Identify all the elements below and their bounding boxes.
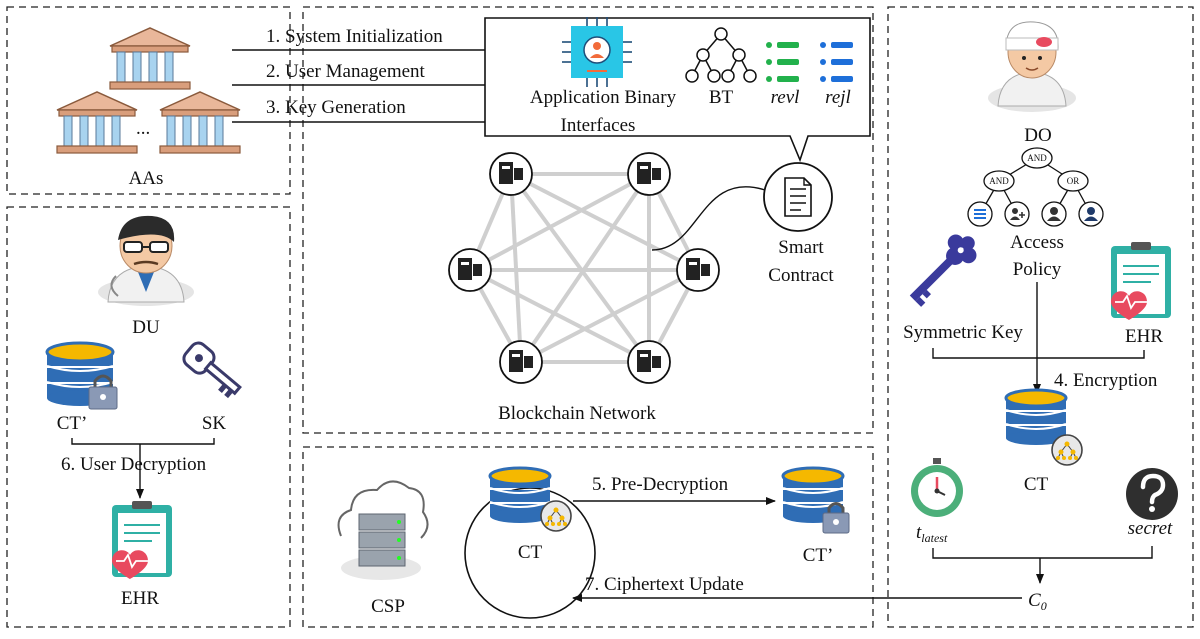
blockchain-panel (302, 6, 874, 434)
secret-key-icon (182, 341, 242, 399)
data-user-avatar-icon (98, 215, 194, 306)
csp-ct-db-icon (488, 466, 552, 523)
smart-contract-label-line1: Smart (778, 237, 824, 258)
policy-node-root (1021, 147, 1053, 169)
abi-chip-icon (562, 17, 632, 87)
policy-node-right-label: OR (1067, 176, 1080, 186)
binary-tree-icon (685, 27, 757, 83)
aas-label: AAs (129, 168, 164, 189)
encryption-connector (932, 348, 1145, 359)
sk-label: SK (202, 413, 227, 434)
policy-node-left-label: AND (989, 176, 1009, 186)
csp-label: CSP (371, 596, 405, 617)
csp-ct-label: CT (518, 542, 543, 563)
cloud-server-icon (337, 480, 429, 580)
lock-icon (822, 502, 850, 534)
step7-label: 7. Ciphertext Update (585, 574, 744, 595)
abi-label-line1: Application Binary (530, 87, 677, 108)
authority-building-icon (56, 91, 138, 154)
secret-label: secret (1128, 518, 1173, 539)
do-label: DO (1024, 125, 1051, 146)
smart-contract-link (651, 186, 766, 251)
access-policy-label-line2: Policy (1013, 259, 1062, 280)
data-owner-avatar-icon (988, 21, 1076, 112)
rejoin-list-icon (820, 42, 853, 82)
authority-building-icon (159, 91, 241, 154)
blockchain-node-icon (627, 152, 671, 196)
policy-leaf-icon (1078, 201, 1104, 227)
t-latest-label: tlatest (916, 522, 948, 545)
step5-label: 5. Pre-Decryption (592, 474, 729, 495)
abi-label-line2: Interfaces (561, 115, 636, 136)
aas-ellipsis: ... (136, 118, 150, 139)
step3-label: 3. Key Generation (266, 97, 406, 118)
policy-leaf-icon (967, 201, 993, 227)
policy-badge-icon (540, 500, 572, 532)
blockchain-node-icon (489, 152, 533, 196)
du-ct-prime-label: CT’ (57, 413, 88, 434)
revocation-list-icon (766, 42, 799, 82)
csp-ct-prime-label: CT’ (803, 545, 834, 566)
ehr-clipboard-icon (112, 501, 172, 579)
blockchain-network-label: Blockchain Network (498, 403, 656, 424)
policy-badge-icon (1051, 434, 1083, 466)
blockchain-node-icon (499, 340, 543, 384)
lock-icon (88, 374, 118, 410)
c0-label: C0 (1028, 590, 1047, 613)
smart-contract-label-line2: Contract (768, 265, 834, 286)
step2-label: 2. User Management (266, 61, 426, 82)
step1-label: 1. System Initialization (266, 26, 443, 47)
du-ehr-label: EHR (121, 588, 159, 609)
authority-building-icon (109, 27, 191, 90)
smart-contract-icon (763, 162, 833, 232)
access-policy-label-line1: Access (1010, 232, 1064, 253)
c0-connector (932, 546, 1153, 559)
question-mark-icon (1126, 468, 1178, 520)
rejl-label: rejl (825, 87, 851, 108)
symmetric-key-label: Symmetric Key (903, 322, 1023, 343)
step4-label: 4. Encryption (1054, 370, 1158, 391)
policy-node-root-label: AND (1027, 153, 1047, 163)
do-ehr-clipboard-icon (1111, 242, 1171, 320)
do-ct-db-icon (1004, 388, 1068, 445)
network-links (468, 172, 700, 364)
do-panel (887, 6, 1194, 628)
policy-leaf-icon (1041, 201, 1067, 227)
revl-label: revl (771, 87, 800, 108)
aas-panel (6, 6, 291, 195)
bt-label: BT (709, 87, 734, 108)
policy-node-right (1057, 170, 1089, 192)
policy-node-left (983, 170, 1015, 192)
du-panel (6, 206, 291, 628)
policy-leaf-icon (1004, 201, 1030, 227)
stopwatch-icon (911, 458, 963, 517)
csp-panel (302, 446, 874, 628)
do-ehr-label: EHR (1125, 326, 1163, 347)
step6-label: 6. User Decryption (61, 454, 207, 475)
blockchain-node-icon (627, 340, 671, 384)
do-ct-label: CT (1024, 474, 1049, 495)
blockchain-node-icon (448, 248, 492, 292)
du-label: DU (132, 317, 160, 338)
blockchain-node-icon (676, 248, 720, 292)
user-decryption-connector (71, 438, 215, 445)
symmetric-key-icon (909, 234, 977, 307)
